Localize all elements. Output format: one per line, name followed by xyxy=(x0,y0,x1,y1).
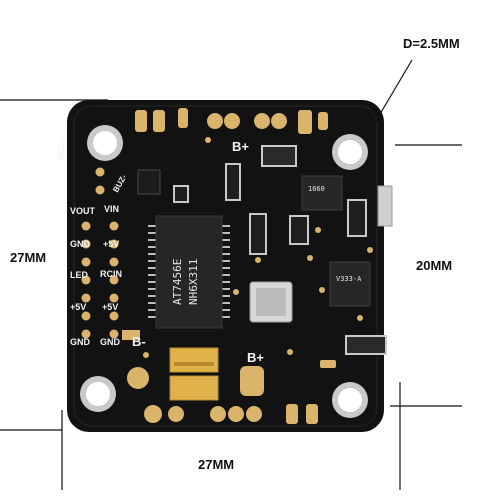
right-size-label: 20MM xyxy=(416,258,453,273)
silk-gnd-1: GND xyxy=(70,239,90,249)
mounting-holes xyxy=(80,125,368,418)
silk-bplus-bottom: B+ xyxy=(247,350,264,365)
regulator-marking: V333-A xyxy=(336,275,362,283)
silk-gnd-2: GND xyxy=(70,337,90,347)
top-pads xyxy=(135,108,328,134)
silk-vout: VOUT xyxy=(70,206,96,216)
hole-diameter-label: D=2.5MM xyxy=(403,36,460,51)
silk-bplus-top: B+ xyxy=(232,139,249,154)
silk-plus5v-1: +5V xyxy=(103,239,120,249)
silk-gnd-3: GND xyxy=(100,337,120,347)
bottom-pads xyxy=(127,360,336,424)
silk-buz-plus: BUZ+ xyxy=(57,138,66,160)
osd-chip xyxy=(148,215,230,329)
silk-rcin: RCIN xyxy=(100,269,122,279)
bottom-size-label: 27MM xyxy=(198,457,235,472)
smd-components xyxy=(122,145,387,355)
silk-led: LED xyxy=(70,270,88,280)
silk-plus5v-2: +5V xyxy=(70,302,87,312)
regulator xyxy=(329,261,371,307)
silk-vin: VIN xyxy=(104,204,120,214)
small-chip-marking: 1660 xyxy=(308,185,325,193)
small-chip xyxy=(301,175,343,211)
chip-marking-line1: AT7456E xyxy=(171,258,184,305)
silk-plus5v-3: +5V xyxy=(102,302,119,312)
vias xyxy=(143,137,373,358)
chip-marking-line2: NH6X311 xyxy=(187,258,200,305)
left-header-pads xyxy=(81,167,119,339)
silk-bminus: B- xyxy=(132,334,146,349)
left-size-label: 27MM xyxy=(10,250,47,265)
usb-connector xyxy=(377,185,393,227)
tantalum-capacitors xyxy=(169,347,219,401)
